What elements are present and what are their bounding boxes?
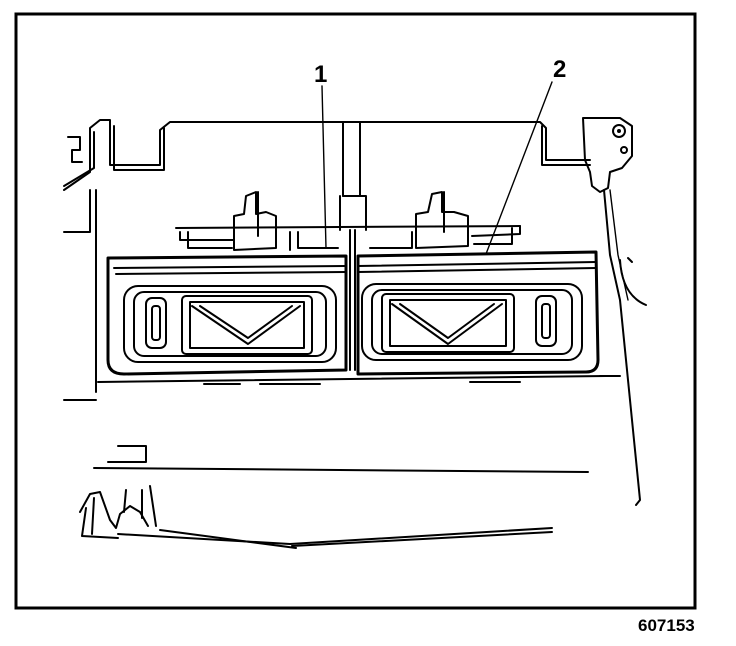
figure-id: 607153 [638, 616, 695, 635]
callout-2: 2 [553, 56, 566, 83]
upper-frame [63, 119, 591, 401]
right-bracket [582, 117, 647, 506]
right-door [361, 283, 583, 361]
callout-1: 1 [314, 61, 327, 88]
center-post [339, 121, 367, 371]
top-rail [175, 191, 521, 251]
duct-housing [97, 250, 621, 385]
leader-2 [485, 81, 553, 255]
lower-trim [79, 445, 589, 549]
leader-1 [321, 85, 327, 249]
left-door [123, 285, 337, 363]
callout-leaders [321, 81, 553, 255]
figure-border [14, 12, 697, 610]
